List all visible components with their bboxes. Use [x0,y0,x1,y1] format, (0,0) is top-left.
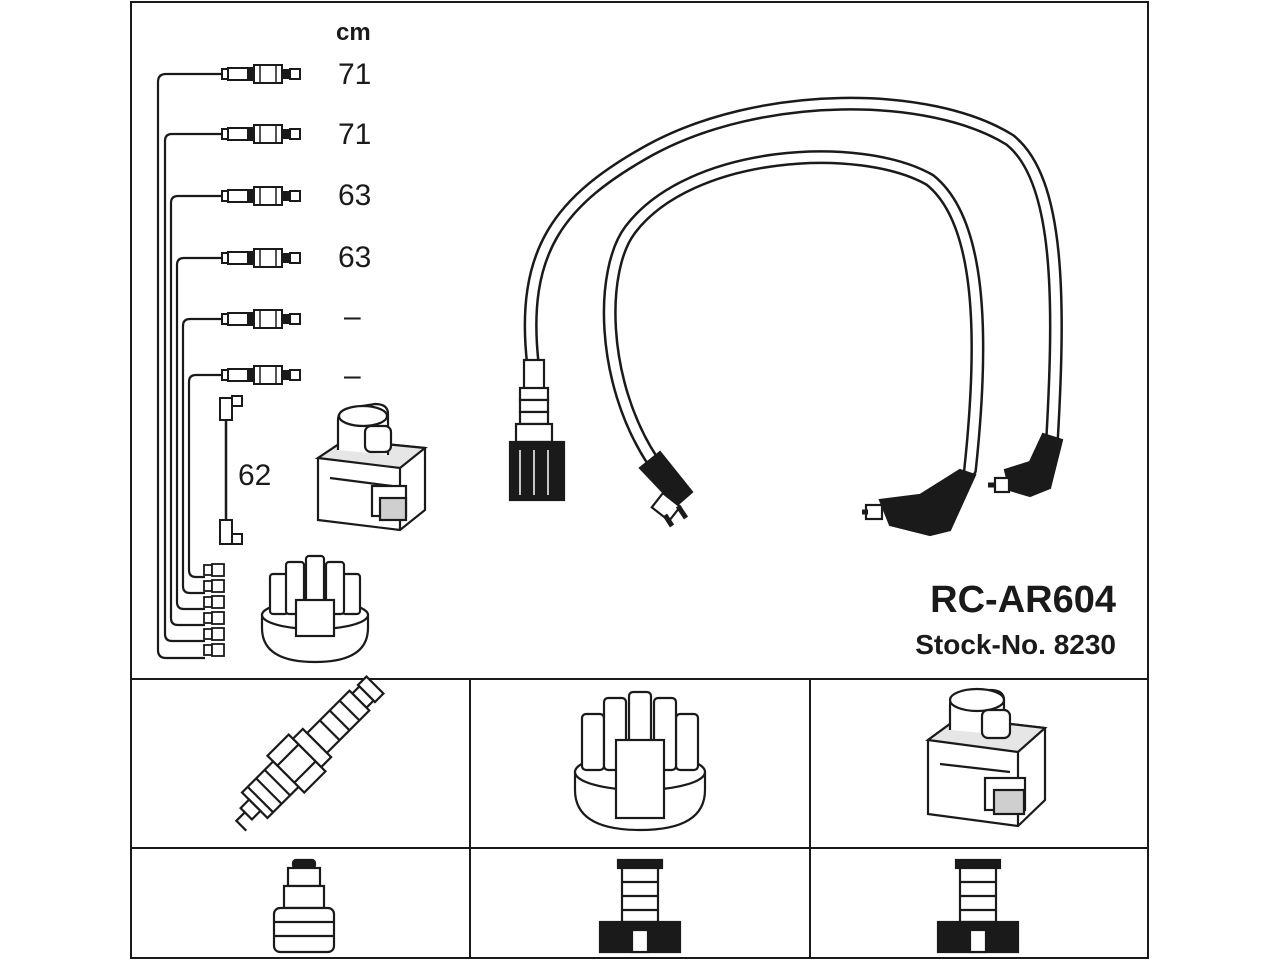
ignition-coil-icon [925,687,1048,828]
coil-lead [219,395,243,545]
main-leads [523,96,1063,477]
frame [130,1,1149,959]
spark-plug-icon [234,675,385,832]
lead-length-2: 71 [338,118,371,151]
lead-length-5: – [344,300,361,333]
ignition-coil-small [314,402,428,532]
angled-plug-boot-left [862,468,977,537]
lead-length-4: 63 [338,241,371,274]
lead-connectors [221,64,301,385]
angled-plug-boot-right [988,432,1064,498]
lead-length-1: 71 [338,58,371,91]
distributor-terminal-icon [598,858,682,954]
distributor-cap-small [260,554,370,664]
distributor-terminals [203,563,225,657]
distributor-cap-icon [573,690,707,832]
product-code: RC-AR604 [930,579,1116,621]
stock-number: Stock-No. 8230 [915,629,1116,660]
length-labels: cm 71 71 63 63 – – 62 [238,19,371,492]
product-labels: RC-AR604 Stock-No. 8230 [915,579,1116,660]
straight-plug-boot [638,450,694,528]
coil-boot [508,358,566,502]
coil-terminal-icon [936,858,1020,954]
lead-length-6: – [344,359,361,392]
lead-bundle [156,72,222,660]
lead-length-3: 63 [338,179,371,212]
coil-lead-length: 62 [238,459,271,492]
spark-plug-connector-icon [272,858,336,954]
unit-label: cm [336,19,371,46]
